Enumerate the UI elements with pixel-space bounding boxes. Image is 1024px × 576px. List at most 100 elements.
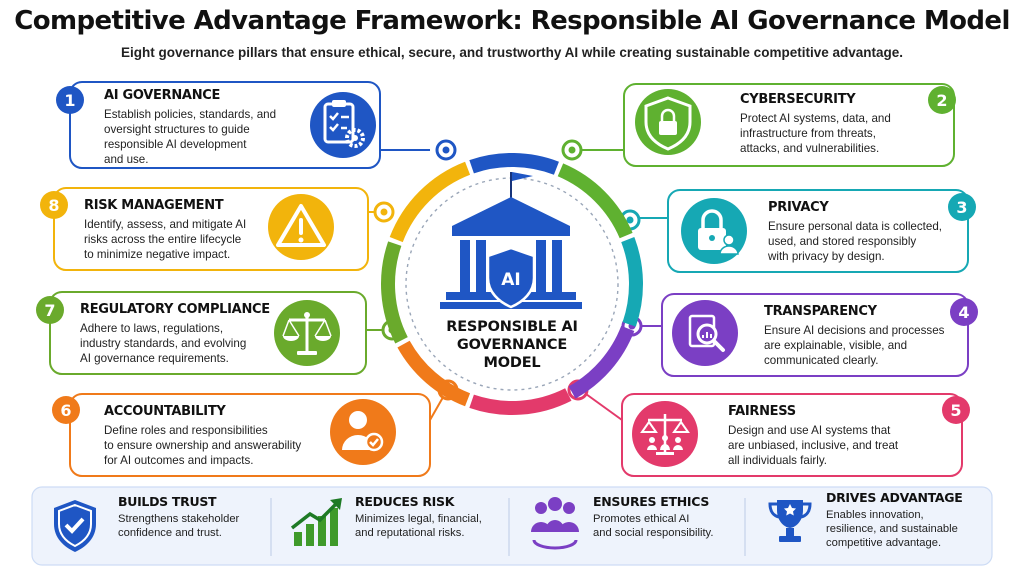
pillar-description-line: are unbiased, inclusive, and treat [728, 439, 899, 452]
pillar-number: 4 [958, 303, 969, 322]
center-label-line: RESPONSIBLE AI [446, 319, 578, 335]
pillar-card-frame [661, 293, 969, 377]
pillar-description-line: infrastructure from threats, [740, 127, 876, 140]
pillar-title: RISK MANAGEMENT [84, 198, 224, 213]
ring-segment [397, 340, 471, 407]
ai-shield-icon [486, 246, 536, 309]
pillar-number: 3 [956, 198, 967, 217]
person-check-icon [330, 399, 396, 465]
ai-badge-text: AI [501, 270, 520, 290]
benefit-ensures-ethics: ENSURES ETHICS Promotes ethical AI and s… [593, 494, 713, 560]
government-building-icon: AI [440, 172, 582, 309]
shield-lock-icon [635, 89, 701, 155]
benefit-description-line: Minimizes legal, financial, [355, 513, 482, 525]
benefit-drives-advantage: DRIVES ADVANTAGE Enables innovation, res… [826, 490, 963, 556]
benefit-description-line: resilience, and sustainable [826, 523, 958, 535]
pillar-description-line: Design and use AI systems that [728, 424, 891, 437]
pillar-card-frame [621, 393, 963, 477]
padlock-user-icon [681, 198, 747, 264]
pillar-number: 6 [60, 401, 71, 420]
benefit-description-line: and reputational risks. [355, 527, 465, 539]
pillar-title: TRANSPARENCY [764, 304, 877, 319]
pillar-cybersecurity: CYBERSECURITY Protect AI systems, data, … [620, 84, 960, 172]
benefit-title: DRIVES ADVANTAGE [826, 490, 963, 505]
benefit-reduces-risk: REDUCES RISK Minimizes legal, financial,… [355, 494, 482, 560]
growth-chart-icon [290, 498, 342, 546]
pillar-title: REGULATORY COMPLIANCE [80, 302, 270, 317]
pillar-description-line: Define roles and responsibilities [104, 424, 268, 437]
clipboard-gear-icon [310, 92, 376, 158]
trophy-icon [768, 500, 812, 542]
pillar-transparency: TRANSPARENCY Ensure AI decisions and pro… [620, 296, 960, 384]
pillar-description-line: for AI outcomes and impacts. [104, 454, 254, 467]
ring-segment [557, 163, 633, 239]
pillar-card-frame [667, 189, 969, 273]
pillar-description-line: to minimize negative impact. [84, 248, 231, 261]
pillar-description-line: attacks, and vulnerabilities. [740, 142, 880, 155]
pillar-description-line: used, and stored responsibly [768, 235, 917, 248]
pillar-title: FAIRNESS [728, 404, 796, 419]
center-label: RESPONSIBLE AI GOVERNANCE MODEL [402, 318, 622, 372]
group-icon [531, 497, 579, 550]
pillar-accountability: ACCOUNTABILITY Define roles and responsi… [68, 396, 408, 484]
pillar-number-badge [942, 396, 970, 424]
pillar-number-badge [40, 191, 68, 219]
pillar-fairness: FAIRNESS Design and use AI systems that … [620, 396, 960, 484]
benefit-description-line: confidence and trust. [118, 527, 222, 539]
pillar-number-badge [928, 86, 956, 114]
benefit-description: Enables innovation, resilience, and sust… [826, 508, 962, 550]
pillar-number-badge [948, 193, 976, 221]
pillar-description: Ensure personal data is collected, used,… [768, 219, 942, 264]
pillar-regulatory-compliance: REGULATORY COMPLIANCE Adhere to laws, re… [68, 294, 408, 382]
pillar-description: Protect AI systems, data, and infrastruc… [740, 111, 891, 156]
pillar-description-line: with privacy by design. [768, 250, 885, 263]
pillar-number: 8 [48, 196, 59, 215]
benefit-description-line: and social responsibility. [593, 527, 714, 539]
benefit-description: Strengthens stakeholder confidence and t… [118, 512, 239, 540]
benefit-builds-trust: BUILDS TRUST Strengthens stakeholder con… [118, 494, 239, 560]
pillar-title: PRIVACY [768, 200, 829, 215]
pillar-number: 5 [950, 401, 961, 420]
ring-segment [389, 161, 471, 243]
pillar-number-badge [56, 86, 84, 114]
warning-icon [268, 194, 334, 260]
pillar-number-badge [950, 298, 978, 326]
ring-node-dot [568, 146, 576, 154]
ring-segment [621, 237, 643, 327]
pillar-number: 7 [44, 301, 55, 320]
benefit-description-line: Promotes ethical AI [593, 513, 690, 525]
balance-people-icon [632, 401, 698, 467]
shield-check-icon [54, 500, 96, 552]
pillar-number-badge [52, 396, 80, 424]
pillar-number: 1 [64, 91, 75, 110]
pillar-card-frame [69, 81, 381, 169]
pillar-description-line: Protect AI systems, data, and [740, 112, 891, 125]
pillar-risk-management: RISK MANAGEMENT Identify, assess, and mi… [68, 190, 408, 278]
pillar-connector [585, 393, 623, 421]
pillar-description-line: oversight structures to guide [104, 123, 250, 136]
pillar-description: Design and use AI systems that are unbia… [728, 423, 898, 468]
page-title: Competitive Advantage Framework: Respons… [14, 6, 1010, 36]
ring-node-dot [380, 208, 388, 216]
pillar-description-line: communicated clearly. [764, 354, 879, 367]
pillar-title: CYBERSECURITY [740, 92, 856, 107]
pillar-description: Define roles and responsibilities to ens… [104, 423, 301, 468]
center-label-line: MODEL [483, 355, 541, 371]
pillar-description-line: Adhere to laws, regulations, [80, 322, 224, 335]
ring-node-dot [626, 216, 634, 224]
benefit-title: REDUCES RISK [355, 494, 455, 509]
pillar-description-line: to ensure ownership and answerability [104, 439, 302, 452]
ring-segment [568, 325, 635, 399]
pillar-description-line: risks across the entire lifecycle [84, 233, 242, 246]
benefit-description-line: competitive advantage. [826, 537, 942, 549]
pillar-description-line: Establish policies, standards, and [104, 108, 277, 121]
pillar-card-frame [623, 83, 955, 167]
benefit-description-line: Enables innovation, [826, 509, 924, 521]
pillar-description-line: Ensure AI decisions and processes [764, 324, 945, 337]
benefit-description: Promotes ethical AI and social responsib… [593, 512, 713, 540]
benefit-title: ENSURES ETHICS [593, 494, 710, 509]
pillar-description: Ensure AI decisions and processes are ex… [764, 323, 944, 368]
pillar-privacy: PRIVACY Ensure personal data is collecte… [620, 192, 960, 280]
page-subtitle: Eight governance pillars that ensure eth… [121, 45, 903, 60]
